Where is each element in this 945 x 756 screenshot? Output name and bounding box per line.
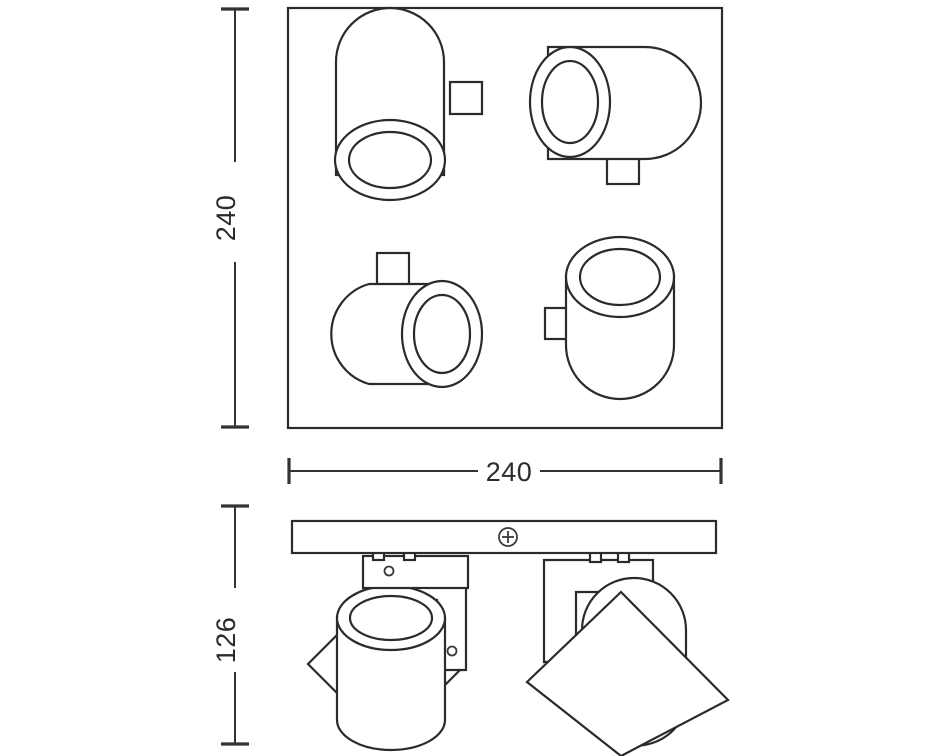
side-spot-right <box>525 546 730 756</box>
side-spot-left-mount-screw <box>383 565 395 577</box>
spot-bottom-right <box>543 235 676 401</box>
spot-bottom-left-tab <box>375 251 411 287</box>
side-spot-right-diamond <box>525 590 730 756</box>
dimension-depth-126: 126 <box>211 504 249 746</box>
dim-240-v-label: 240 <box>211 195 241 242</box>
dimension-height-240: 240 <box>211 7 249 429</box>
spot-bottom-left-lens-inner <box>412 293 472 375</box>
dimension-width-240: 240 <box>287 457 723 487</box>
side-view-group <box>290 519 730 756</box>
side-spot-left-lens-inner <box>348 594 434 642</box>
spot-top-left <box>333 6 484 202</box>
side-spot-left <box>306 546 470 752</box>
dim-126-label: 126 <box>211 617 241 664</box>
spot-top-right-lens-inner <box>540 59 600 145</box>
side-spot-left-pivot-screw <box>446 645 458 657</box>
spot-top-right <box>528 45 703 186</box>
center-screw-circle <box>498 527 518 547</box>
spot-bottom-right-lens-inner <box>578 247 662 307</box>
spot-top-left-lens-inner <box>347 130 433 190</box>
spot-top-left-tab <box>448 80 484 116</box>
top-view-group <box>286 6 724 430</box>
side-spot-left-body <box>335 616 447 752</box>
center-screw-icon <box>498 527 518 547</box>
dim-240-h-label: 240 <box>486 457 533 487</box>
spot-bottom-left <box>330 251 484 389</box>
